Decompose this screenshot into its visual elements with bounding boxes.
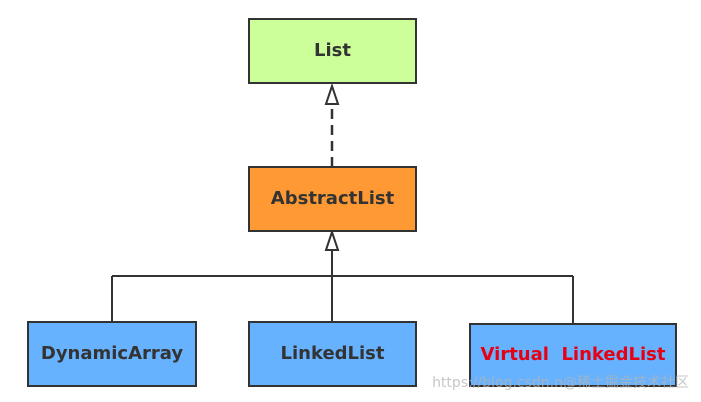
node-linkedlist: LinkedList [248, 321, 417, 387]
node-abstractlist-label: AbstractList [271, 188, 395, 209]
edges [111, 82, 574, 324]
node-list-box [248, 18, 417, 84]
node-dynamicarray: DynamicArray [27, 321, 197, 387]
node-virtuallinkedlist: Virtual LinkedList [469, 323, 677, 387]
node-dynamicarray-label: DynamicArray [41, 343, 184, 364]
node-virtuallinkedlist-label: Virtual LinkedList [481, 344, 666, 365]
node-dynamicarray-box [27, 321, 197, 387]
node-abstractlist-box [248, 166, 417, 232]
node-list-label: List [314, 40, 351, 61]
hollow-arrow-icon [324, 82, 340, 105]
node-linkedlist-label: LinkedList [281, 343, 385, 364]
node-list: List [248, 18, 417, 84]
watermark: https://blog.csdn.n@稀土掘金技术社区 [432, 375, 689, 391]
node-virtuallinkedlist-box [469, 323, 677, 387]
node-abstractlist: AbstractList [248, 166, 417, 232]
node-linkedlist-box [248, 321, 417, 387]
hollow-arrow-icon [324, 228, 340, 251]
